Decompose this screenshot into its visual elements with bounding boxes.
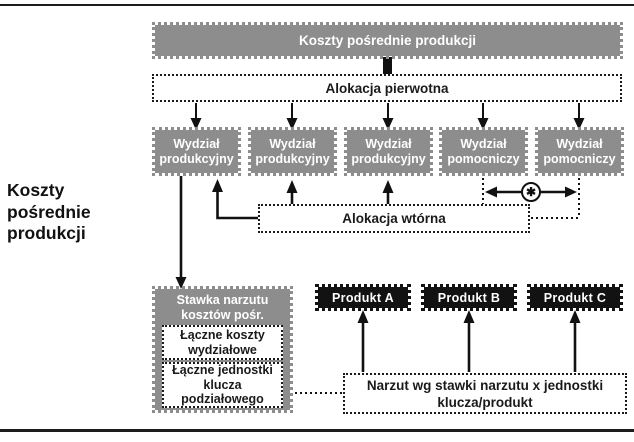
dept-box-auxiliary-1: Wydział pomocniczy xyxy=(439,127,528,176)
overhead-rate-header: Stawka narzutu kosztów pośr. xyxy=(176,293,269,322)
product-box-a: Produkt A xyxy=(315,284,411,311)
dept-box-production-3: Wydział produkcyjny xyxy=(344,127,433,176)
auxiliary-dotted-connectors xyxy=(482,178,580,219)
product-arrows xyxy=(357,310,581,372)
product-box-b: Produkt B xyxy=(421,284,517,311)
secondary-allocation-box: Alokacja wtórna xyxy=(258,204,530,233)
rate-arrow xyxy=(175,176,187,289)
mutual-allocation-asterisk-icon: ✱ xyxy=(521,182,541,202)
bottom-rule xyxy=(0,429,634,432)
total-dept-costs-box: Łączne koszty wydziałowe xyxy=(162,325,283,360)
primary-allocation-box: Alokacja pierwotna xyxy=(152,74,622,102)
product-box-c: Produkt C xyxy=(527,284,623,311)
total-costs-connector xyxy=(383,57,392,76)
dept-box-production-2: Wydział produkcyjny xyxy=(248,127,337,176)
overhead-rate-box: Stawka narzutu kosztów pośr. Łączne kosz… xyxy=(152,286,293,413)
dept-box-auxiliary-2: Wydział pomocniczy xyxy=(535,127,624,176)
secondary-allocation-arrows xyxy=(212,179,394,220)
markup-formula-box: Narzut wg stawki narzutu x jednostki klu… xyxy=(343,373,627,414)
total-key-units-box: Łączne jednostki klucza podziałowego xyxy=(162,362,283,408)
dept-box-production-1: Wydział produkcyjny xyxy=(152,127,241,176)
top-rule xyxy=(0,4,634,6)
total-costs-box: Koszty pośrednie produkcji xyxy=(152,22,623,59)
side-label: Koszty pośrednie produkcji xyxy=(7,180,91,243)
primary-allocation-arrows xyxy=(190,103,585,130)
